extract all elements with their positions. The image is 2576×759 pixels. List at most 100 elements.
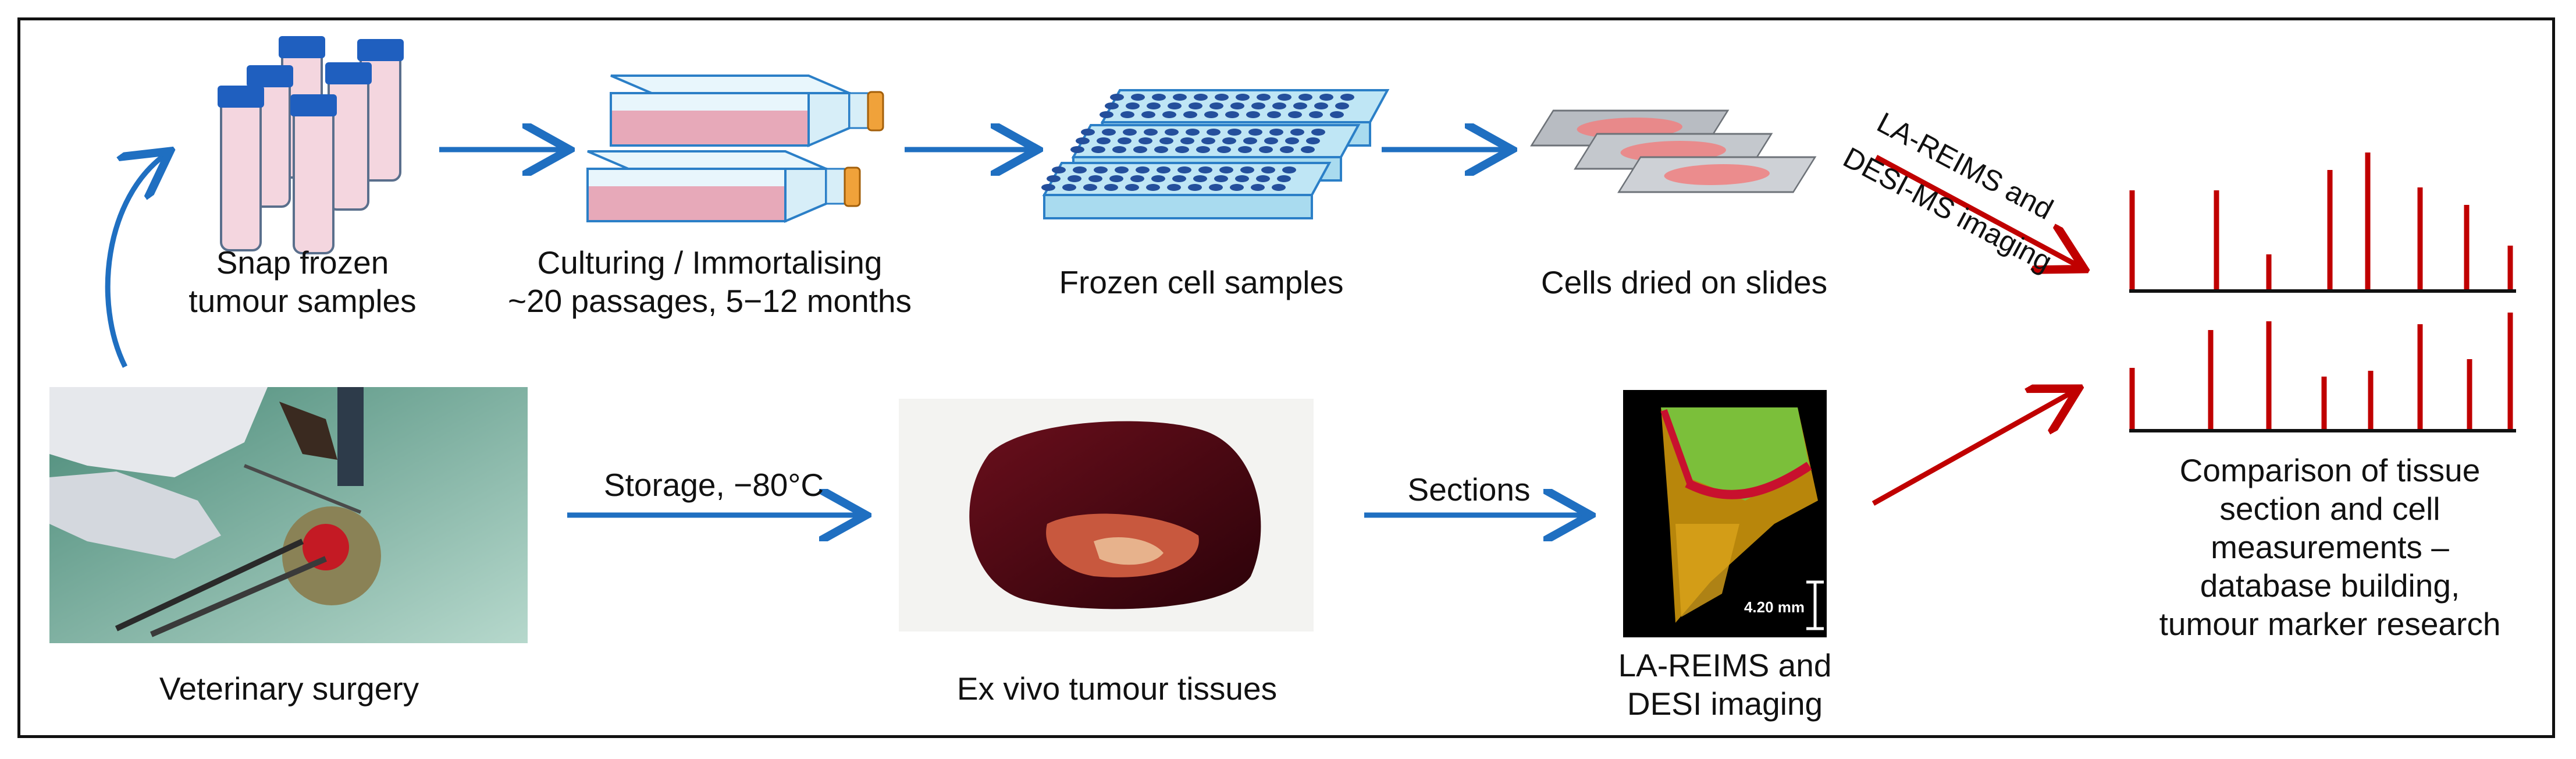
well	[1259, 146, 1273, 153]
well	[1209, 184, 1223, 191]
well	[1261, 166, 1275, 173]
well	[1240, 166, 1254, 173]
well	[1162, 111, 1176, 118]
well-plate-icon	[1070, 124, 1361, 182]
storage-label: Storage, −80°C	[603, 467, 824, 503]
well-plate-icon	[1041, 162, 1332, 219]
well	[1102, 129, 1116, 136]
well	[1201, 137, 1215, 144]
well	[1146, 184, 1160, 191]
well	[1264, 137, 1278, 144]
well	[1126, 102, 1140, 109]
slide-icon	[1617, 156, 1817, 193]
well	[1230, 102, 1244, 109]
vet-surgery-label: Veterinary surgery	[159, 671, 419, 707]
flask-icon	[610, 75, 884, 148]
arrows	[105, 150, 2080, 515]
well	[1110, 94, 1124, 101]
snap-frozen-tubes-illustration	[218, 36, 404, 254]
well	[1154, 146, 1168, 153]
flask-icon	[586, 150, 861, 224]
well	[1256, 175, 1270, 182]
tube-icon	[218, 86, 264, 251]
well	[1319, 94, 1333, 101]
well	[1280, 146, 1294, 153]
arrow-slides-to-spectra	[1874, 155, 2080, 267]
well	[1306, 137, 1320, 144]
well	[1277, 175, 1291, 182]
well	[1278, 94, 1291, 101]
well	[1133, 146, 1147, 153]
well	[1180, 137, 1194, 144]
well	[1309, 111, 1323, 118]
well	[1198, 166, 1212, 173]
well	[1214, 175, 1228, 182]
well	[1083, 184, 1097, 191]
well	[1196, 146, 1210, 153]
well	[1248, 129, 1262, 136]
well	[1238, 146, 1252, 153]
well	[1073, 166, 1087, 173]
well	[1282, 166, 1296, 173]
well	[1147, 102, 1161, 109]
well	[1157, 166, 1170, 173]
well	[1115, 166, 1129, 173]
well	[1267, 111, 1281, 118]
well	[1125, 184, 1139, 191]
well	[1151, 175, 1165, 182]
well	[1175, 146, 1189, 153]
cells-dried-label: Cells dried on slides	[1540, 264, 1828, 300]
well	[1243, 137, 1257, 144]
ex-vivo-tissue-photo	[899, 399, 1314, 632]
slides-illustration	[1530, 109, 1817, 193]
well	[1172, 175, 1186, 182]
well	[1215, 94, 1229, 101]
well	[1272, 102, 1286, 109]
well	[1041, 184, 1055, 191]
well	[1177, 166, 1191, 173]
well	[1144, 129, 1158, 136]
well	[1052, 166, 1066, 173]
well	[1230, 184, 1244, 191]
veterinary-surgery-photo	[49, 387, 528, 643]
well	[1225, 111, 1239, 118]
well	[1235, 175, 1249, 182]
culturing-label: Culturing / Immortalising~20 passages, 5…	[507, 244, 912, 319]
well	[1138, 137, 1152, 144]
well	[1330, 111, 1344, 118]
well	[1269, 129, 1283, 136]
arrow-surgery-to-tubes	[105, 154, 166, 368]
well	[1340, 94, 1354, 101]
arrow-imaging-to-spectra	[1871, 391, 2074, 506]
well	[1193, 175, 1207, 182]
well	[1188, 184, 1202, 191]
well	[1186, 129, 1200, 136]
well	[1123, 129, 1137, 136]
well	[1165, 129, 1179, 136]
well	[1168, 102, 1182, 109]
well	[1159, 137, 1173, 144]
well	[1094, 166, 1108, 173]
well	[1207, 129, 1221, 136]
scale-bar-label: 4.20 mm	[1744, 598, 1805, 616]
tube-icon	[290, 94, 337, 254]
tube-icon	[325, 62, 372, 211]
mass-spectra	[2129, 152, 2516, 432]
well	[1293, 102, 1307, 109]
desi-imaging-map: 4.20 mm	[1623, 390, 1827, 637]
well	[1047, 175, 1061, 182]
well	[1112, 146, 1126, 153]
well	[1068, 175, 1081, 182]
well	[1219, 166, 1233, 173]
well	[1217, 146, 1231, 153]
well	[1257, 94, 1271, 101]
well	[1251, 102, 1265, 109]
well	[1222, 137, 1236, 144]
well	[1076, 137, 1090, 144]
well	[1100, 111, 1113, 118]
well	[1183, 111, 1197, 118]
well	[1246, 111, 1260, 118]
